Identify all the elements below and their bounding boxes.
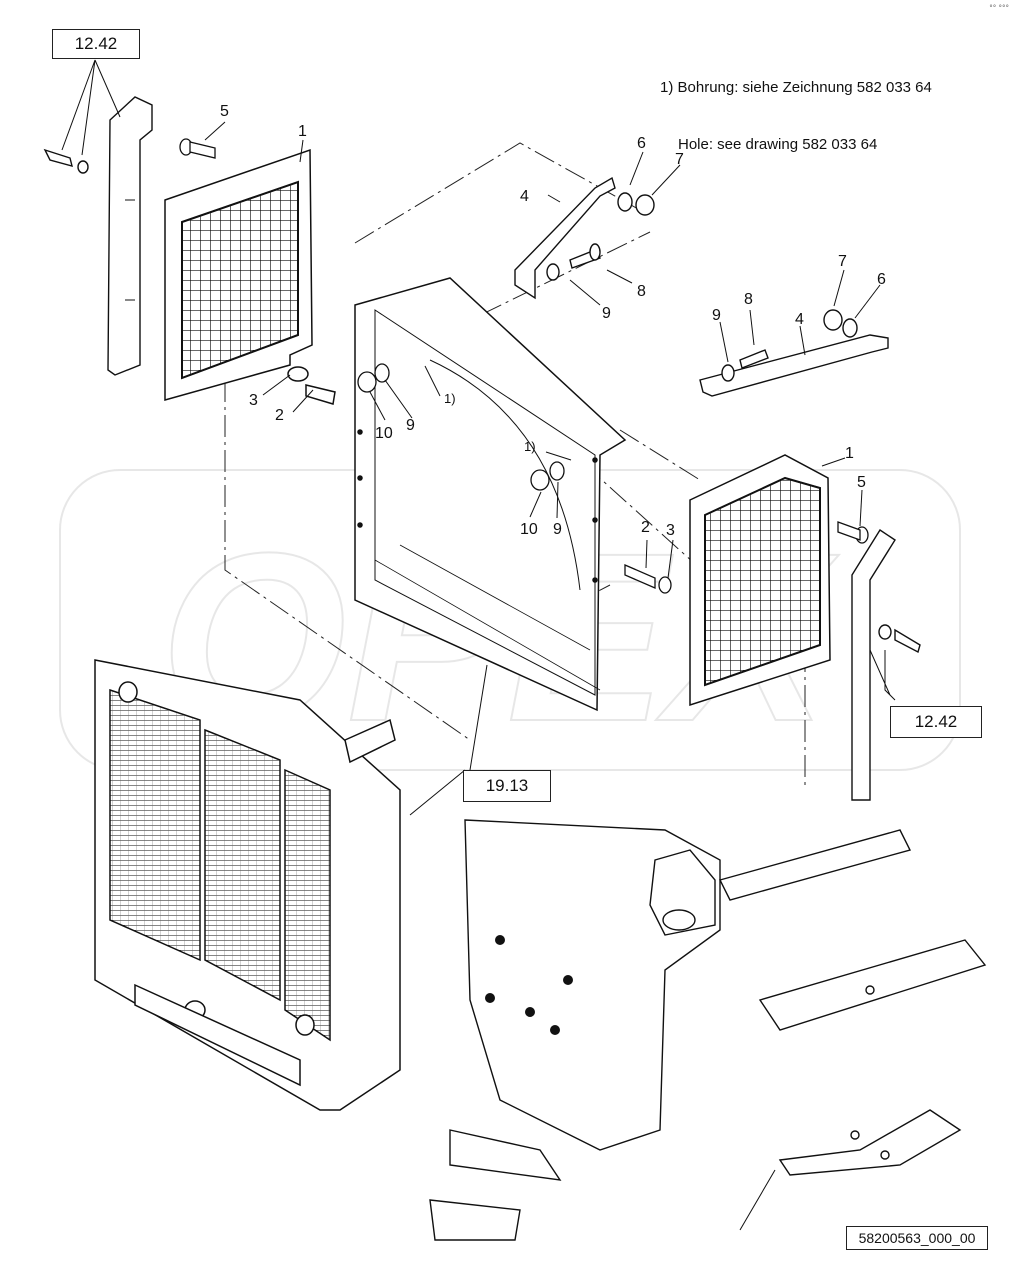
callout-3: 3 (666, 522, 675, 539)
callout-6: 6 (637, 135, 646, 152)
callout-10: 10 (375, 425, 393, 442)
callout-5: 5 (857, 474, 866, 491)
callout-8: 8 (744, 291, 753, 308)
radiator (94, 659, 401, 1111)
fan-shroud (354, 277, 627, 712)
callout-8: 8 (637, 283, 646, 300)
nut-washer-shroud-lower (530, 461, 565, 491)
callout-3: 3 (249, 392, 258, 409)
callout-10: 10 (520, 521, 538, 538)
callout-6: 6 (877, 271, 886, 288)
seal-strip-right (851, 529, 921, 801)
ref-box-right[interactable]: 12.42 (890, 706, 982, 738)
hole-note-de: 1) Bohrung: siehe Zeichnung 582 033 64 (660, 79, 932, 96)
callout-2: 2 (275, 407, 284, 424)
callout-4: 4 (795, 311, 804, 328)
nut-washer-shroud-upper (357, 363, 390, 393)
callouts: 1 1 2 2 3 3 4 4 5 5 6 6 7 7 8 8 9 9 9 9 … (220, 103, 886, 539)
callout-4: 4 (520, 188, 529, 205)
callout-9: 9 (712, 307, 721, 324)
callout-1: 1 (845, 445, 854, 462)
callout-1: 1 (298, 123, 307, 140)
bracket-4-upper (514, 176, 655, 300)
callout-hole-ref: 1) (524, 439, 536, 454)
callout-7: 7 (838, 253, 847, 270)
grille-left (164, 148, 336, 405)
chassis-frame (429, 819, 987, 1241)
ref-box-center[interactable]: 19.13 (463, 770, 551, 802)
ref-box-top-left[interactable]: 12.42 (52, 29, 140, 59)
callout-hole-ref: 1) (444, 391, 456, 406)
bolt-5-left (179, 138, 216, 159)
bolt-2-right (624, 521, 869, 594)
grille-right (689, 454, 831, 707)
callout-2: 2 (641, 519, 650, 536)
leader-lines (61, 59, 896, 1231)
callout-9: 9 (602, 305, 611, 322)
callout-9: 9 (406, 417, 415, 434)
callout-5: 5 (220, 103, 229, 120)
corner-mark: °° °°° (989, 4, 1009, 12)
callout-7: 7 (675, 151, 684, 168)
seal-strip-left (43, 96, 153, 376)
bracket-4-right (699, 309, 889, 397)
hole-note-en: Hole: see drawing 582 033 64 (678, 136, 878, 153)
callout-9: 9 (553, 521, 562, 538)
hole-note: 1) Bohrung: siehe Zeichnung 582 033 64 H… (660, 40, 932, 173)
drawing-number: 58200563_000_00 (846, 1226, 988, 1250)
